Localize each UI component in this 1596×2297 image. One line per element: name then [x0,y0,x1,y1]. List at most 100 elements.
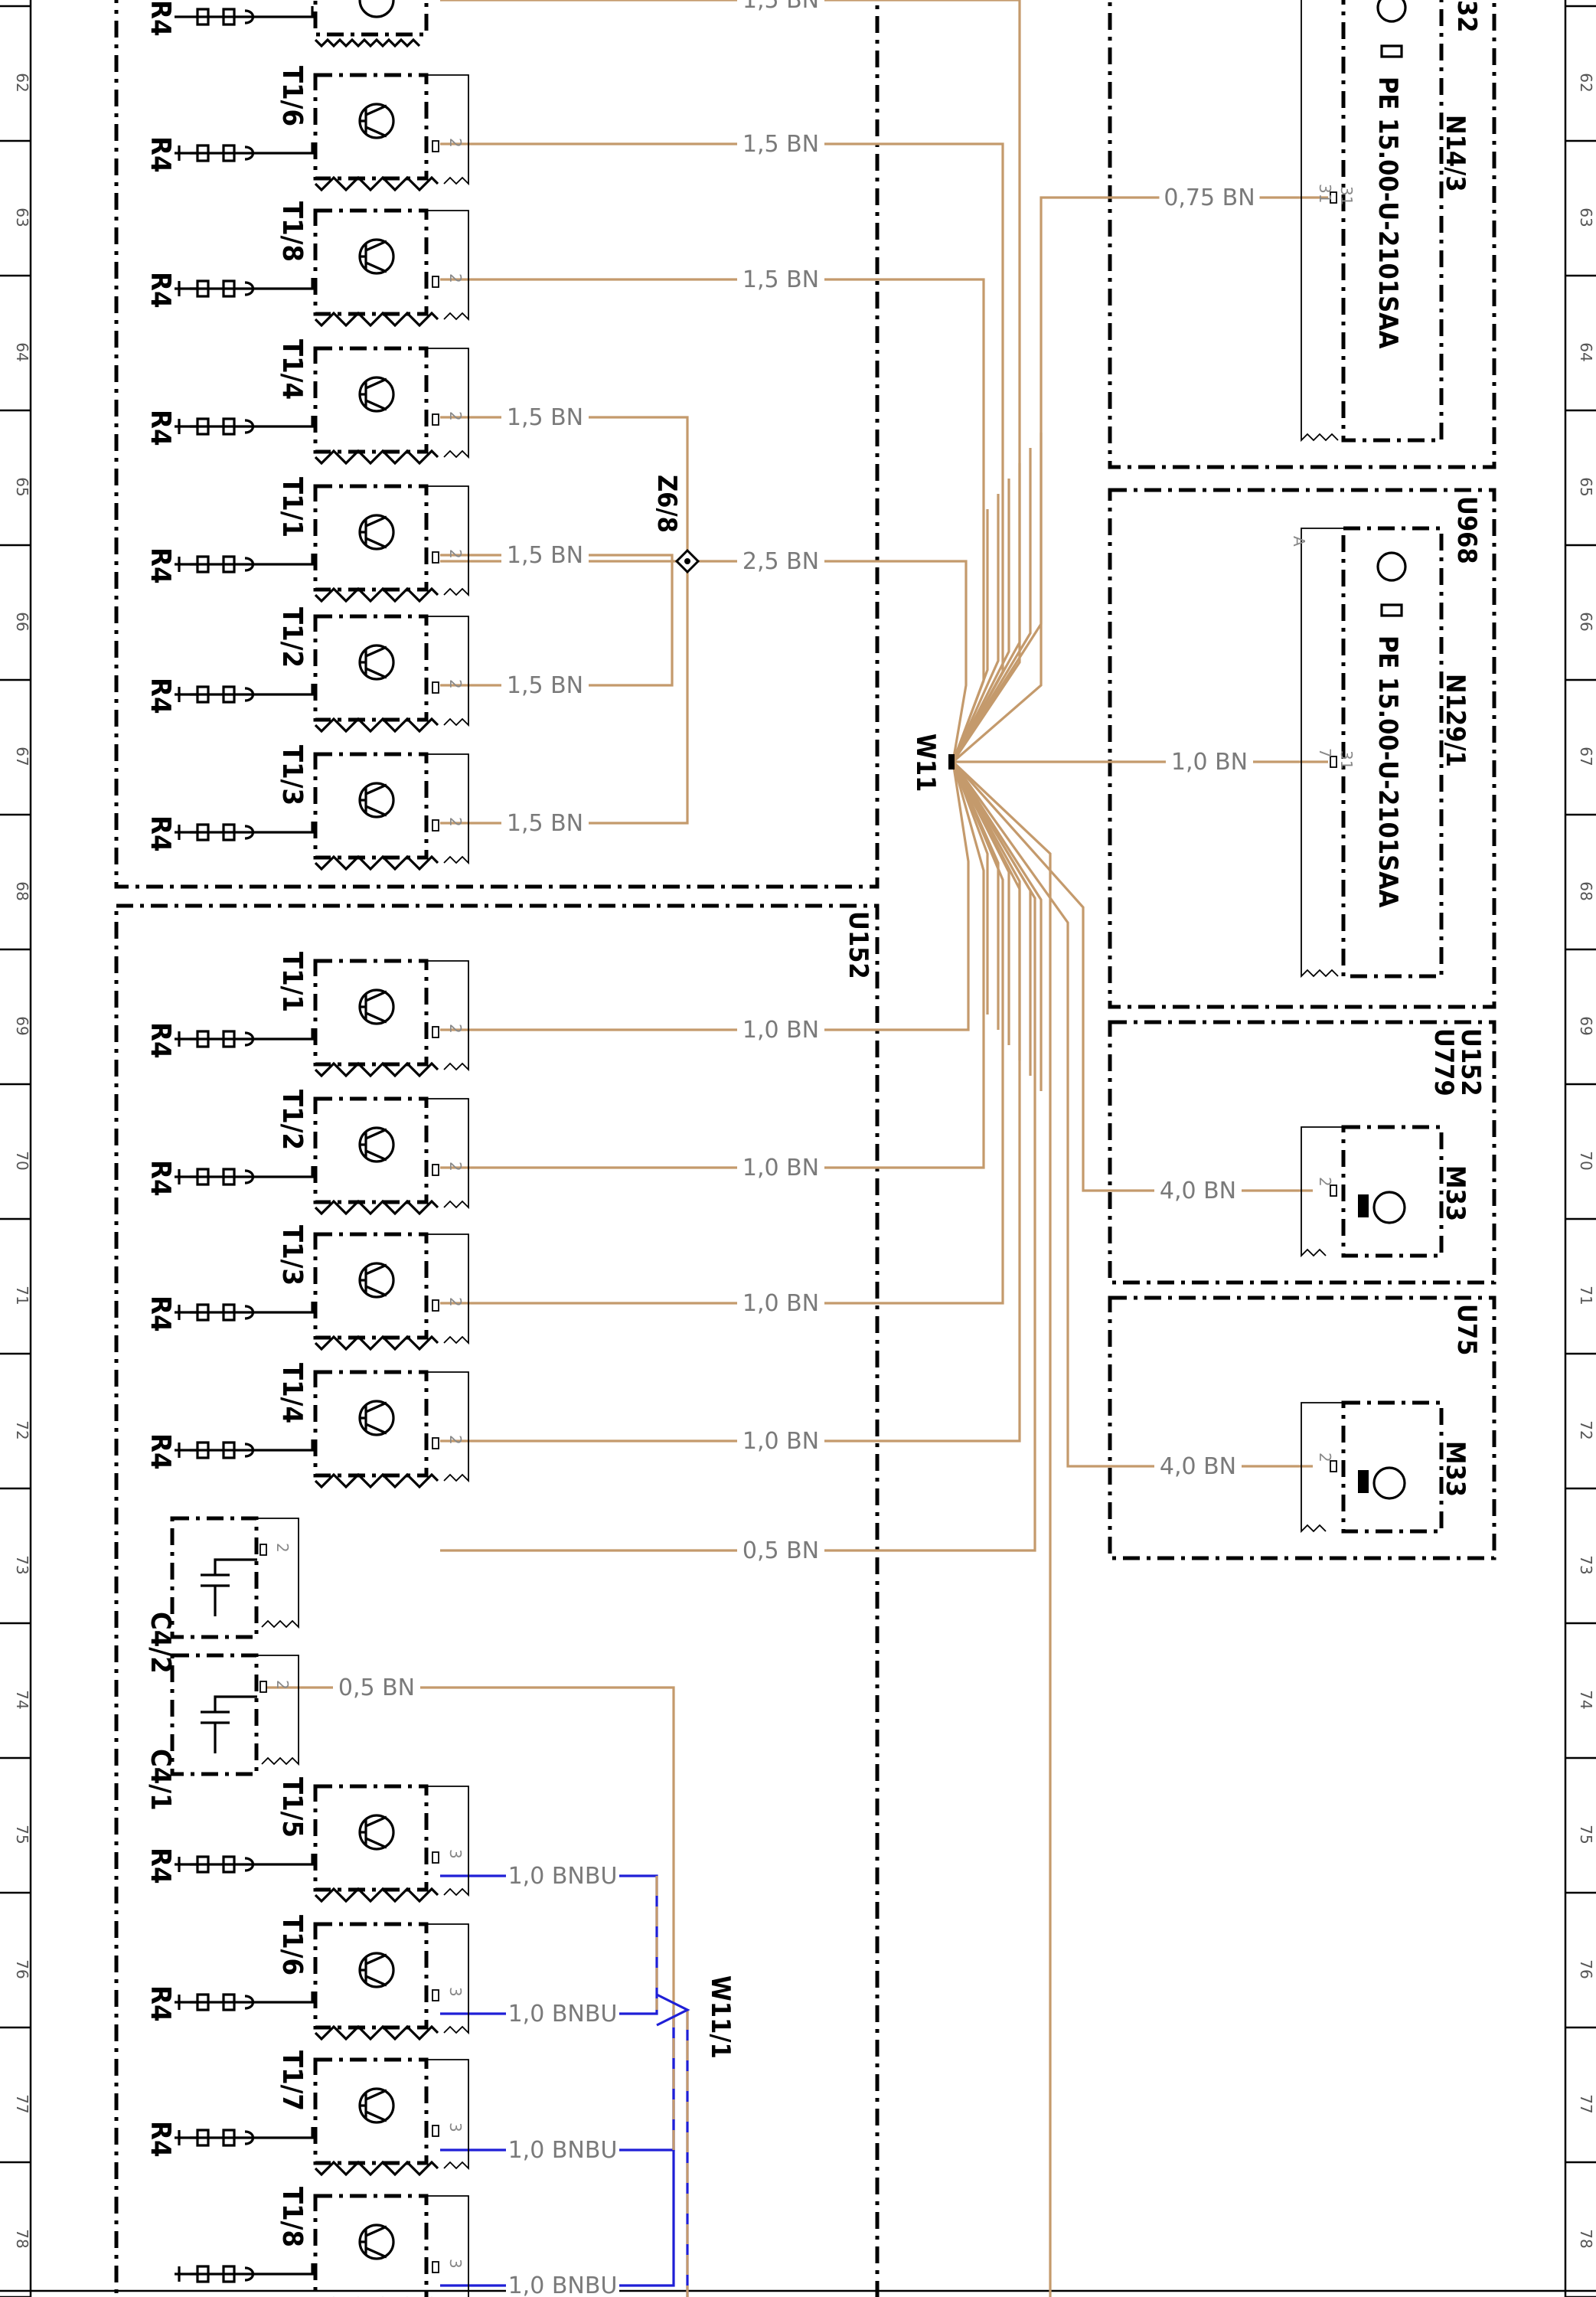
wire-label-backing [737,1538,824,1563]
components [170,0,1444,2297]
component-label-r: R4 [145,272,176,308]
wire-label-backing [506,2001,619,2026]
connector-lead [175,554,314,566]
wire-label: 0,75 BN [1164,185,1255,211]
row-number-left: 65 [13,477,31,496]
transistor-icon [360,1953,387,1987]
row-number-right: 73 [1577,1555,1595,1574]
terminal-icon [1330,756,1337,768]
plug-icon [178,1441,255,1459]
wire-label-backing [737,549,824,573]
terminal-icon [432,1164,439,1176]
wire-label: 1,0 BNBU [508,1863,618,1890]
plug-icon [178,2265,255,2283]
motor-icon [1358,1470,1369,1493]
terminal-icon [432,1299,439,1312]
module-m33_b [1301,1400,1444,1534]
wire-label: 1,0 BN [743,1428,819,1455]
terminal-icon [432,140,439,152]
transistor-icon [1376,551,1407,582]
pin-number: 7 [1316,748,1334,758]
connector-lead [175,416,314,428]
terminal-icon [432,413,439,426]
zigzag-edge [314,2160,439,2177]
wire-bn [951,494,1000,763]
zigzag-edge [314,1335,439,1351]
transistor-icon [360,104,387,138]
terminal-bracket [1301,1402,1343,1534]
capacitor-0 [170,1516,299,1639]
transducer-box [313,0,429,37]
row-number-right: 66 [1577,612,1595,631]
component-label-t: T1/5 [276,1777,308,1838]
module-n14_3 [1301,0,1444,443]
part-number: PE 15.00-U-2101SAA [1372,77,1403,349]
wire-label: 1,5 BN [743,131,819,158]
row-number-right: 76 [1577,1959,1595,1978]
component-label-r: R4 [145,815,176,851]
wire-label-backing [506,2273,619,2297]
row-number-right: 77 [1577,2094,1595,2113]
zigzag-edge [314,1061,439,1078]
plug-icon [178,685,255,704]
terminal-bracket [426,1371,469,1483]
transducer-box [313,1922,429,2030]
connector-lead [175,1991,314,2004]
terminal-bracket [426,616,469,727]
box-label-top-right: 32 [1451,0,1482,33]
row-number-left: 71 [13,1286,31,1305]
transducer-7 [175,1096,469,1216]
wire-label-backing [501,405,589,430]
module-inner-box [1341,526,1444,979]
terminal-icon [432,681,439,694]
transducer-12 [175,2057,469,2177]
wire-bu [656,1993,690,2027]
zigzag-edge [314,175,439,192]
plug-icon [178,1303,255,1322]
transducer-6 [175,959,469,1078]
module-marker: A [1290,536,1308,547]
plug-icon [178,1168,255,1186]
wire-label: 2,5 BN [743,548,819,575]
transducer-11 [175,1922,469,2041]
transducer-2 [175,346,469,466]
plug-icon [178,144,255,162]
wire-bnbu-stripe [655,1876,675,2150]
zigzag-edge [314,717,439,734]
hand-icon [1380,44,1403,58]
zigzag-edge [314,38,421,48]
transducer-box [313,752,429,860]
wire-label-backing [501,543,589,567]
box-label-u968: U968 [1451,496,1482,564]
pin-number: 2 [273,1543,292,1553]
pin-number: 31 [1337,750,1356,769]
transistor-icon [360,2225,387,2259]
transducer-4 [175,614,469,734]
capacitor-1 [170,1653,299,1776]
wire-bn [440,761,1021,1443]
row-number-left: 72 [13,1420,31,1439]
zigzag-edge [314,311,439,328]
capacitor-icon [201,1558,257,1616]
row-number-left: 66 [13,612,31,631]
transistor-icon [360,377,387,411]
wire-bn [951,761,1010,1045]
terminal-bracket [256,1655,299,1766]
module-box-u75 [1108,1296,1496,1560]
splice-label-w11: W11 [910,734,941,792]
row-number-left: 75 [13,1825,31,1844]
wire-label: 0,5 BN [743,1537,819,1564]
terminal-icon [432,2125,439,2137]
row-number-left: 68 [13,881,31,900]
transistor-icon [360,1128,387,1162]
wire-label-backing [737,1291,824,1315]
transducer-box [313,1784,429,1892]
transducer-9 [175,1370,469,1489]
component-label-t: T1/2 [276,1090,308,1150]
component-label-t: T1/3 [276,745,308,805]
hand-icon [1380,603,1403,617]
row-number-left: 78 [13,2229,31,2248]
module-box-top-left [114,0,880,889]
connector-lead [175,822,314,834]
